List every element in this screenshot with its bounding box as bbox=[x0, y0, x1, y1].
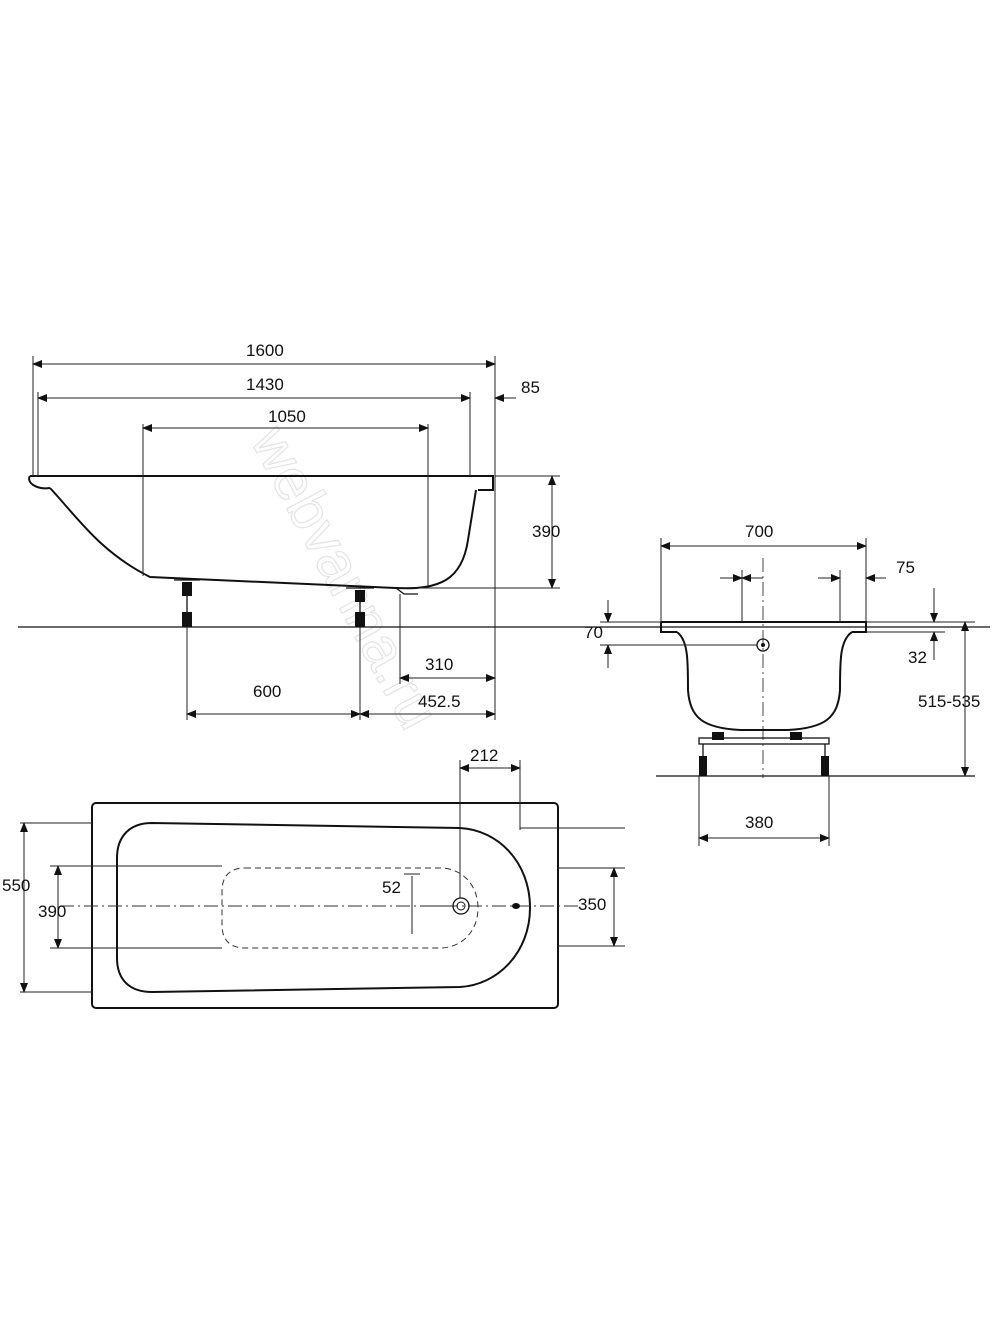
top-outer-rim bbox=[91, 802, 559, 1009]
side-rim-left-lip bbox=[28, 475, 51, 490]
dim-width: 700 bbox=[745, 522, 773, 541]
side-leg-right bbox=[346, 587, 374, 627]
dim-rim-height: 70 bbox=[584, 623, 603, 642]
dim-inner-width-right: 350 bbox=[578, 895, 606, 914]
side-rim bbox=[30, 475, 494, 491]
end-view: 700 75 70 32 515-535 380 bbox=[584, 522, 980, 846]
dim-inner-length: 1430 bbox=[246, 375, 284, 394]
dim-total-length: 1600 bbox=[246, 341, 284, 360]
top-inner-basin bbox=[116, 821, 532, 994]
end-frame bbox=[698, 732, 830, 776]
end-rim bbox=[660, 621, 867, 633]
dim-leg-to-end: 452.5 bbox=[418, 692, 461, 711]
dim-overflow: 75 bbox=[896, 558, 915, 577]
dim-outer-width: 550 bbox=[2, 876, 30, 895]
top-overflow-icon bbox=[512, 903, 520, 909]
top-bottom-pad bbox=[221, 867, 479, 949]
side-tub-shell bbox=[49, 487, 477, 590]
dim-drain-from-end: 212 bbox=[470, 746, 498, 765]
side-view: 1600 1430 85 1050 390 600 310 452.5 bbox=[18, 341, 990, 720]
dim-rim: 85 bbox=[521, 378, 540, 397]
dim-bottom-length: 1050 bbox=[268, 407, 306, 426]
dim-installed-height: 515-535 bbox=[918, 692, 980, 711]
dim-frame-width: 380 bbox=[745, 813, 773, 832]
dim-height: 390 bbox=[532, 522, 560, 541]
dim-rim-thickness: 32 bbox=[908, 648, 927, 667]
dim-leg-spacing: 600 bbox=[253, 682, 281, 701]
dim-drain-diameter: 52 bbox=[382, 878, 401, 897]
dim-drain-offset: 310 bbox=[425, 655, 453, 674]
dim-inner-width-left: 390 bbox=[38, 902, 66, 921]
end-tub-shell bbox=[676, 631, 853, 731]
side-leg-left bbox=[174, 579, 200, 627]
side-drain bbox=[395, 587, 418, 595]
top-view: 212 550 390 350 52 bbox=[2, 746, 625, 1009]
